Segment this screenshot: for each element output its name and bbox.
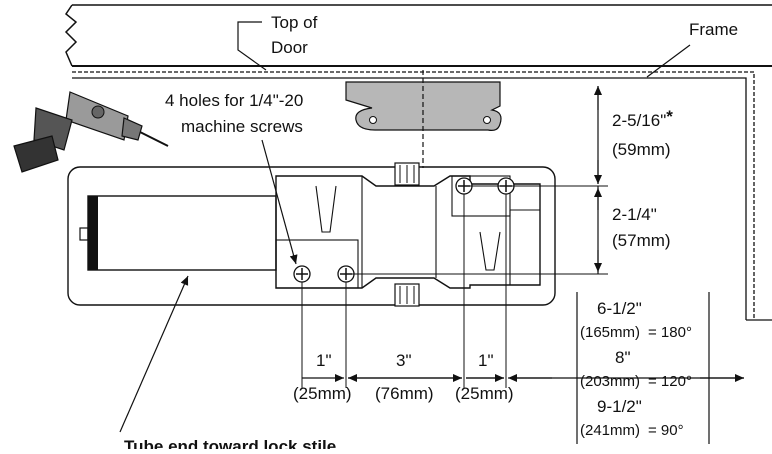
angle-row2-inches: 8": [615, 348, 631, 367]
angle-row2-metric: (203mm): [580, 373, 640, 390]
dim-lower-value: 2-1/4": [612, 205, 657, 224]
frame: [72, 71, 772, 321]
top-of-door-label: Top of Door: [237, 13, 318, 71]
angle-row2-angle: = 120°: [648, 373, 692, 390]
dim-h2-metric: (76mm): [375, 384, 434, 403]
angle-table: 6-1/2" (165mm) = 180° 8" (203mm) = 120° …: [576, 292, 710, 444]
closer-tube: [79, 195, 277, 271]
holes-note: 4 holes for 1/4"-20 machine screws: [165, 91, 303, 265]
tube-caption-text: Tube end toward lock stile: [124, 437, 336, 449]
dim-h3-value: 1": [478, 351, 494, 370]
dim-h1-value: 1": [316, 351, 332, 370]
dim-h1-metric: (25mm): [293, 384, 352, 403]
holes-note-line2: machine screws: [181, 117, 303, 136]
dim-upper-metric: (59mm): [612, 140, 671, 159]
dim-upper-value: 2-5/16"*: [612, 107, 673, 130]
screw-icon: [293, 177, 515, 283]
angle-row1-metric: (165mm): [580, 324, 640, 341]
vertical-dimension-upper: 2-5/16"* (59mm): [594, 86, 673, 184]
horizontal-dimensions: 1" (25mm) 3" (76mm) 1" (25mm): [293, 194, 744, 403]
angle-row1-inches: 6-1/2": [597, 299, 642, 318]
tube-caption: Tube end toward lock stile: [119, 275, 336, 454]
drill-icon: [13, 91, 169, 173]
frame-text: Frame: [689, 20, 738, 39]
mounting-bracket: [345, 70, 502, 168]
mounting-plate: [67, 166, 556, 306]
angle-row3-inches: 9-1/2": [597, 397, 642, 416]
dim-h2-value: 3": [396, 351, 412, 370]
top-of-door-line2: Door: [271, 38, 308, 57]
closer-body: [275, 162, 541, 307]
top-of-door-line1: Top of: [271, 13, 318, 32]
angle-row3-metric: (241mm): [580, 422, 640, 439]
dim-h3-metric: (25mm): [455, 384, 514, 403]
vertical-dimension-lower: 2-1/4" (57mm): [594, 186, 671, 274]
dim-lower-metric: (57mm): [612, 231, 671, 250]
angle-row3-angle: = 90°: [648, 422, 684, 439]
holes-note-line1: 4 holes for 1/4"-20: [165, 91, 303, 110]
door: [64, 4, 772, 67]
frame-label: Frame: [646, 20, 738, 78]
angle-row1-angle: = 180°: [648, 324, 692, 341]
